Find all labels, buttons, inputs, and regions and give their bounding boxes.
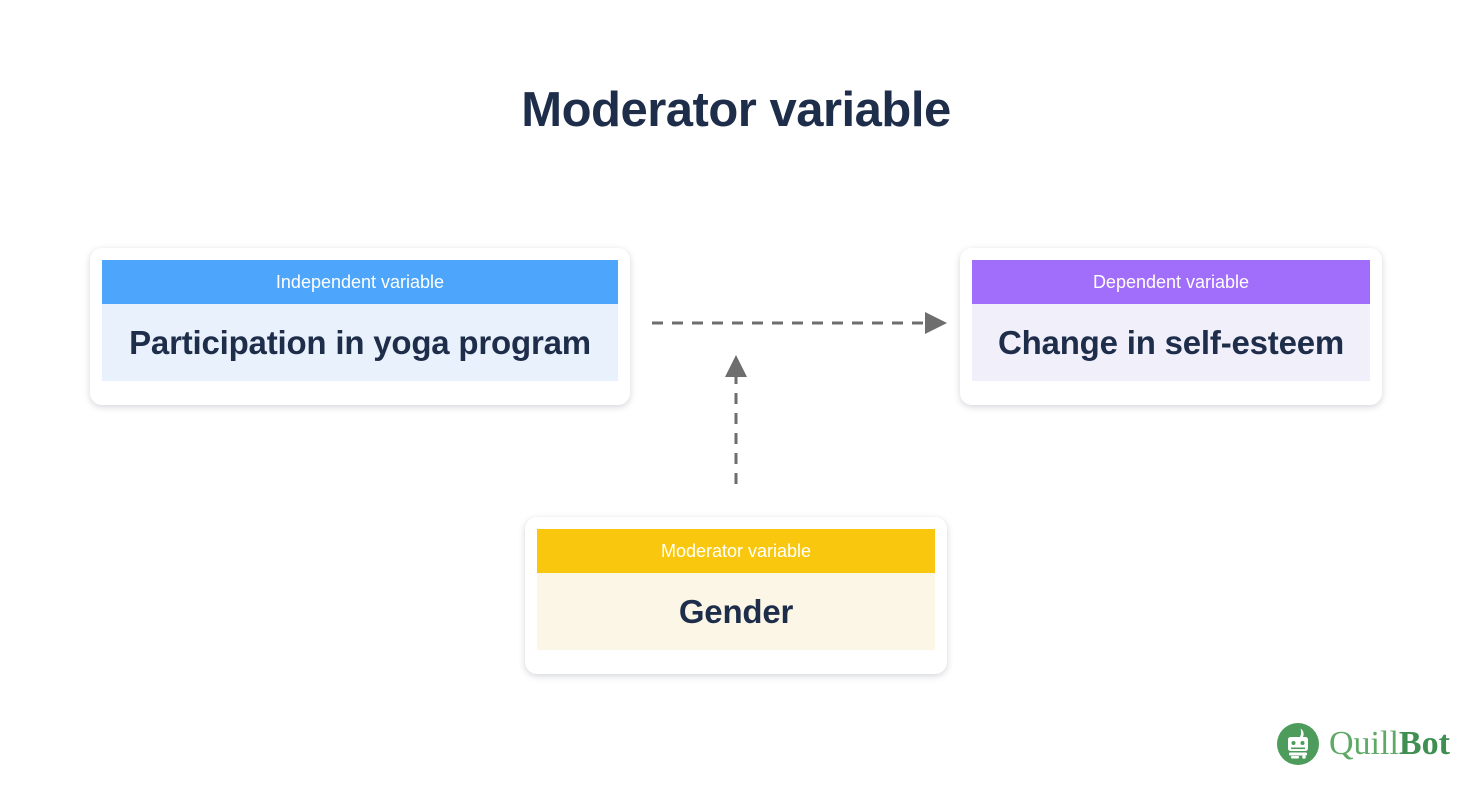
card-independent-header: Independent variable <box>102 260 618 304</box>
card-moderator-value: Gender <box>537 573 935 650</box>
quillbot-word-primary: Quill <box>1329 725 1399 762</box>
arrow-moderator-to-path <box>725 355 747 484</box>
quillbot-word-secondary: Bot <box>1398 725 1450 762</box>
card-dependent-header: Dependent variable <box>972 260 1370 304</box>
page-title: Moderator variable <box>521 83 951 137</box>
quillbot-wordmark: QuillBot <box>1329 727 1450 761</box>
card-dependent-variable: Dependent variable Change in self-esteem <box>960 248 1382 405</box>
quillbot-robot-icon <box>1277 723 1319 765</box>
arrow-independent-to-dependent <box>652 312 947 334</box>
card-moderator-variable: Moderator variable Gender <box>525 517 947 674</box>
card-dependent-value: Change in self-esteem <box>972 304 1370 381</box>
card-independent-variable: Independent variable Participation in yo… <box>90 248 630 405</box>
card-moderator-header: Moderator variable <box>537 529 935 573</box>
card-independent-value: Participation in yoga program <box>102 304 618 381</box>
quillbot-logo: QuillBot <box>1276 718 1450 770</box>
